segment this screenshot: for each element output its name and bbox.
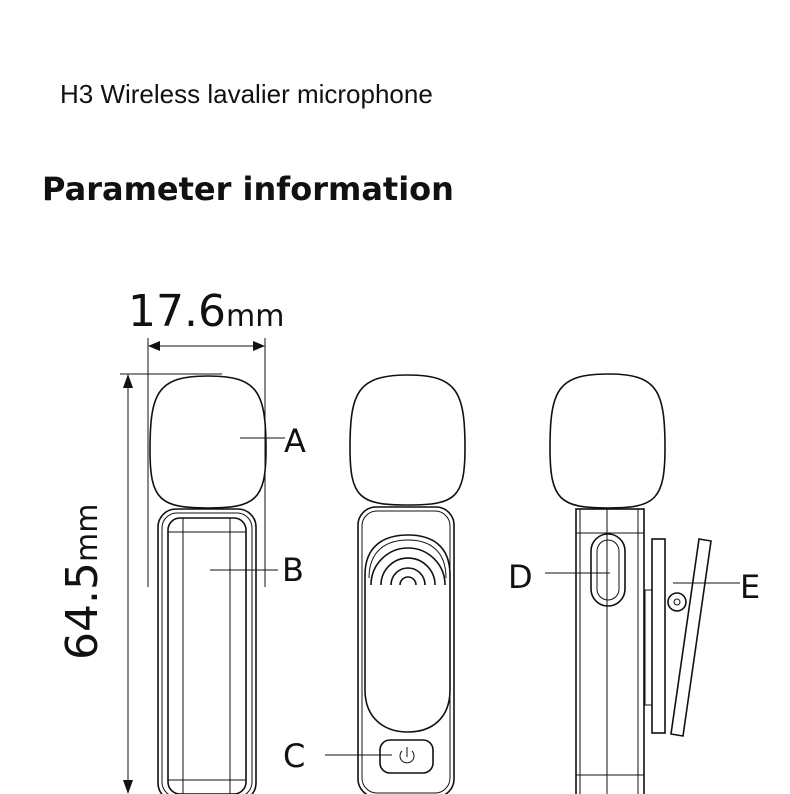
front-view: A B [149, 375, 306, 794]
callout-c: C [283, 737, 305, 775]
clip-arm [670, 538, 712, 737]
signal-arcs-icon [370, 547, 446, 586]
section-heading: Parameter information [42, 170, 454, 208]
foam-windscreen [149, 375, 267, 509]
clip-base [651, 538, 666, 734]
diagram-title: H3 Wireless lavalier microphone [60, 79, 433, 109]
height-dimension: 64.5mm [57, 373, 222, 794]
width-dimension: 17.6mm [128, 286, 284, 587]
display-panel [167, 517, 247, 794]
height-value: 64.5mm [57, 504, 108, 660]
side-button [590, 533, 626, 607]
callout-d: D [508, 558, 533, 596]
width-value: 17.6mm [128, 286, 284, 337]
power-icon [399, 747, 415, 764]
power-button [379, 739, 434, 774]
callout-e: E [740, 568, 760, 606]
back-view: C [283, 374, 466, 794]
callout-a: A [284, 422, 306, 460]
callout-b: B [282, 551, 304, 589]
side-view: D E [508, 373, 760, 794]
